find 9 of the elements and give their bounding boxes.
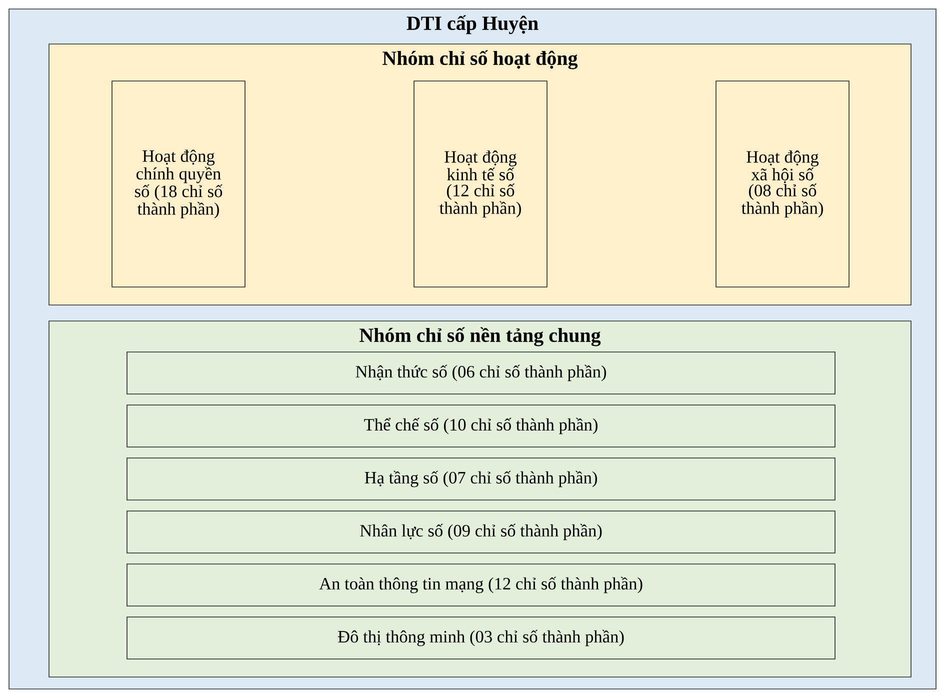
index-box: Thể chế số (10 chỉ số thành phần): [126, 404, 836, 448]
index-box: An toàn thông tin mạng (12 chỉ số thành phần): [126, 564, 836, 606]
index-box: Hoạt động kinh tế số (12 chỉ số thành phần): [414, 80, 548, 288]
index-box: Đô thị thông minh (03 chỉ số thành phần): [126, 616, 836, 660]
index-box: Nhận thức số (06 chỉ số thành phần): [126, 352, 836, 394]
index-box: Nhân lực số (09 chỉ số thành phần): [126, 510, 836, 554]
index-box: Hoạt động xã hội số (08 chỉ số thành phần): [716, 80, 850, 288]
index-box: Hoạt động chính quyền số (18 chỉ số thành phần): [112, 80, 246, 288]
index-box: Hạ tầng số (07 chỉ số thành phần): [126, 458, 836, 500]
